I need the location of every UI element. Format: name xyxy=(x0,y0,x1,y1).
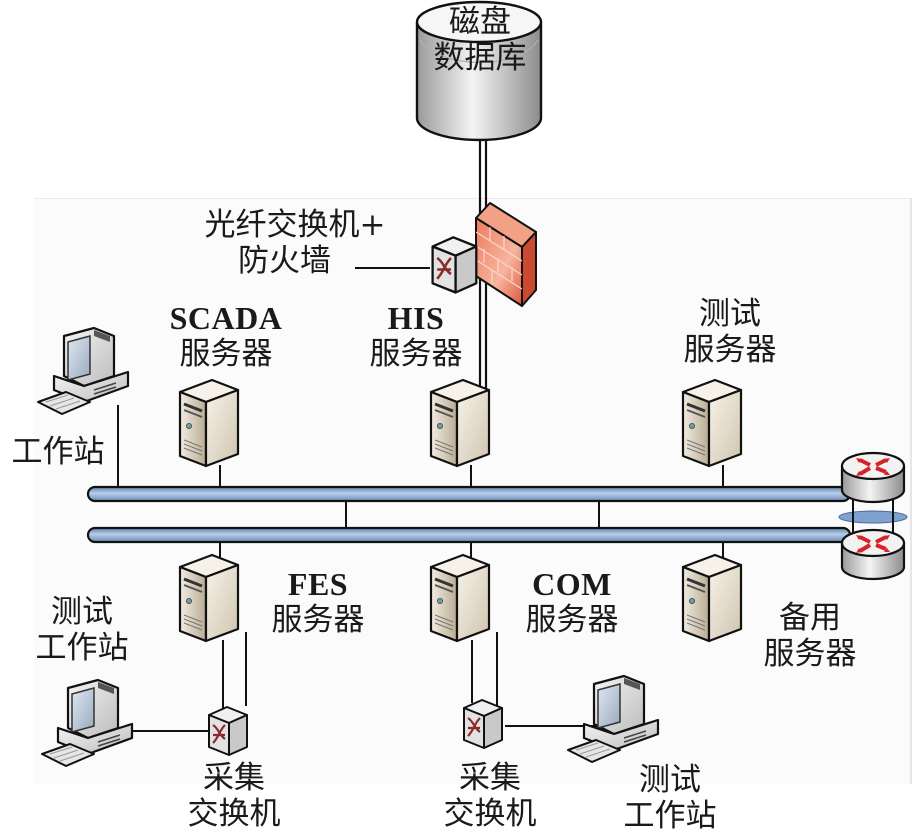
backup-server-icon xyxy=(681,553,743,643)
router-link xyxy=(852,500,894,535)
fiber-switch-icon xyxy=(431,236,478,294)
his-label-line2: 服务器 xyxy=(369,336,463,372)
fes-server-icon xyxy=(178,553,240,643)
com-label-line2: 服务器 xyxy=(525,602,619,638)
fes-switch-link xyxy=(118,632,247,732)
bus-interconnect xyxy=(345,501,600,528)
scada-label-line2: 服务器 xyxy=(179,336,273,372)
disk-database-label-line1: 磁盘 xyxy=(449,4,511,40)
test-workstation-left-icon xyxy=(40,678,134,768)
his-label-line1: HIS xyxy=(387,300,445,336)
com-server-label: COM 服务器 xyxy=(510,566,634,638)
firewall-icon xyxy=(475,202,537,307)
workstation-computer-icon xyxy=(36,326,130,416)
acq-switch-right-label: 采集 交换机 xyxy=(430,760,550,832)
disk-database-label: 磁盘 数据库 xyxy=(432,4,528,76)
acq-switch-left-icon xyxy=(207,705,249,757)
acq-switch-right-label-line1: 采集 xyxy=(459,760,521,796)
backup-label-line1: 备用 xyxy=(779,600,841,636)
test-ws-right-label-line2: 工作站 xyxy=(623,798,717,834)
fiber-switch-label-line2: 防火墙 xyxy=(238,243,331,279)
com-label-line1: COM xyxy=(532,566,612,602)
acq-switch-right-label-line2: 交换机 xyxy=(443,796,537,832)
disk-database-label-line2: 数据库 xyxy=(433,40,527,76)
test-ws-left-label-line1: 测试 xyxy=(51,594,113,630)
test-server-label-line2: 服务器 xyxy=(683,332,777,368)
router-a-icon xyxy=(840,451,906,504)
backup-label-line2: 服务器 xyxy=(763,636,857,672)
acq-switch-left-label-line2: 交换机 xyxy=(187,796,281,832)
his-server-icon xyxy=(429,378,491,468)
test-server-label-line1: 测试 xyxy=(699,296,761,332)
com-server-icon xyxy=(429,553,491,643)
test-ws-left-label-line2: 工作站 xyxy=(35,630,129,666)
scada-server-icon xyxy=(178,378,240,468)
acq-switch-left-label: 采集 交换机 xyxy=(174,760,294,832)
test-workstation-left-label: 测试 工作站 xyxy=(22,594,142,666)
lan-bus-b xyxy=(86,526,852,544)
test-ws-right-label-line1: 测试 xyxy=(639,762,701,798)
his-server-label: HIS 服务器 xyxy=(356,300,476,372)
acq-switch-left-label-line1: 采集 xyxy=(203,760,265,796)
test-server-icon xyxy=(681,378,743,468)
fes-label-line2: 服务器 xyxy=(271,602,365,638)
test-workstation-right-icon xyxy=(566,674,660,764)
router-link-ring xyxy=(838,510,908,524)
workstation-label-line1: 工作站 xyxy=(11,434,105,470)
workstation-label: 工作站 xyxy=(2,434,114,470)
bus-a-drops xyxy=(117,405,724,487)
test-server-label: 测试 服务器 xyxy=(668,296,792,368)
database-cylinder-icon xyxy=(415,0,543,142)
fiber-switch-label-line1: 光纤交换机+ xyxy=(204,207,386,243)
lan-bus-a xyxy=(86,485,852,503)
fes-server-label: FES 服务器 xyxy=(256,566,380,638)
test-workstation-right-label: 测试 工作站 xyxy=(610,762,730,834)
scada-label-line1: SCADA xyxy=(169,300,283,336)
router-b-icon xyxy=(840,528,906,581)
fiber-switch-firewall-label: 光纤交换机+ 防火墙 xyxy=(190,207,400,279)
backup-server-label: 备用 服务器 xyxy=(748,600,872,672)
scada-server-label: SCADA 服务器 xyxy=(160,300,292,372)
acq-switch-right-icon xyxy=(462,698,504,750)
fes-label-line1: FES xyxy=(287,566,349,602)
